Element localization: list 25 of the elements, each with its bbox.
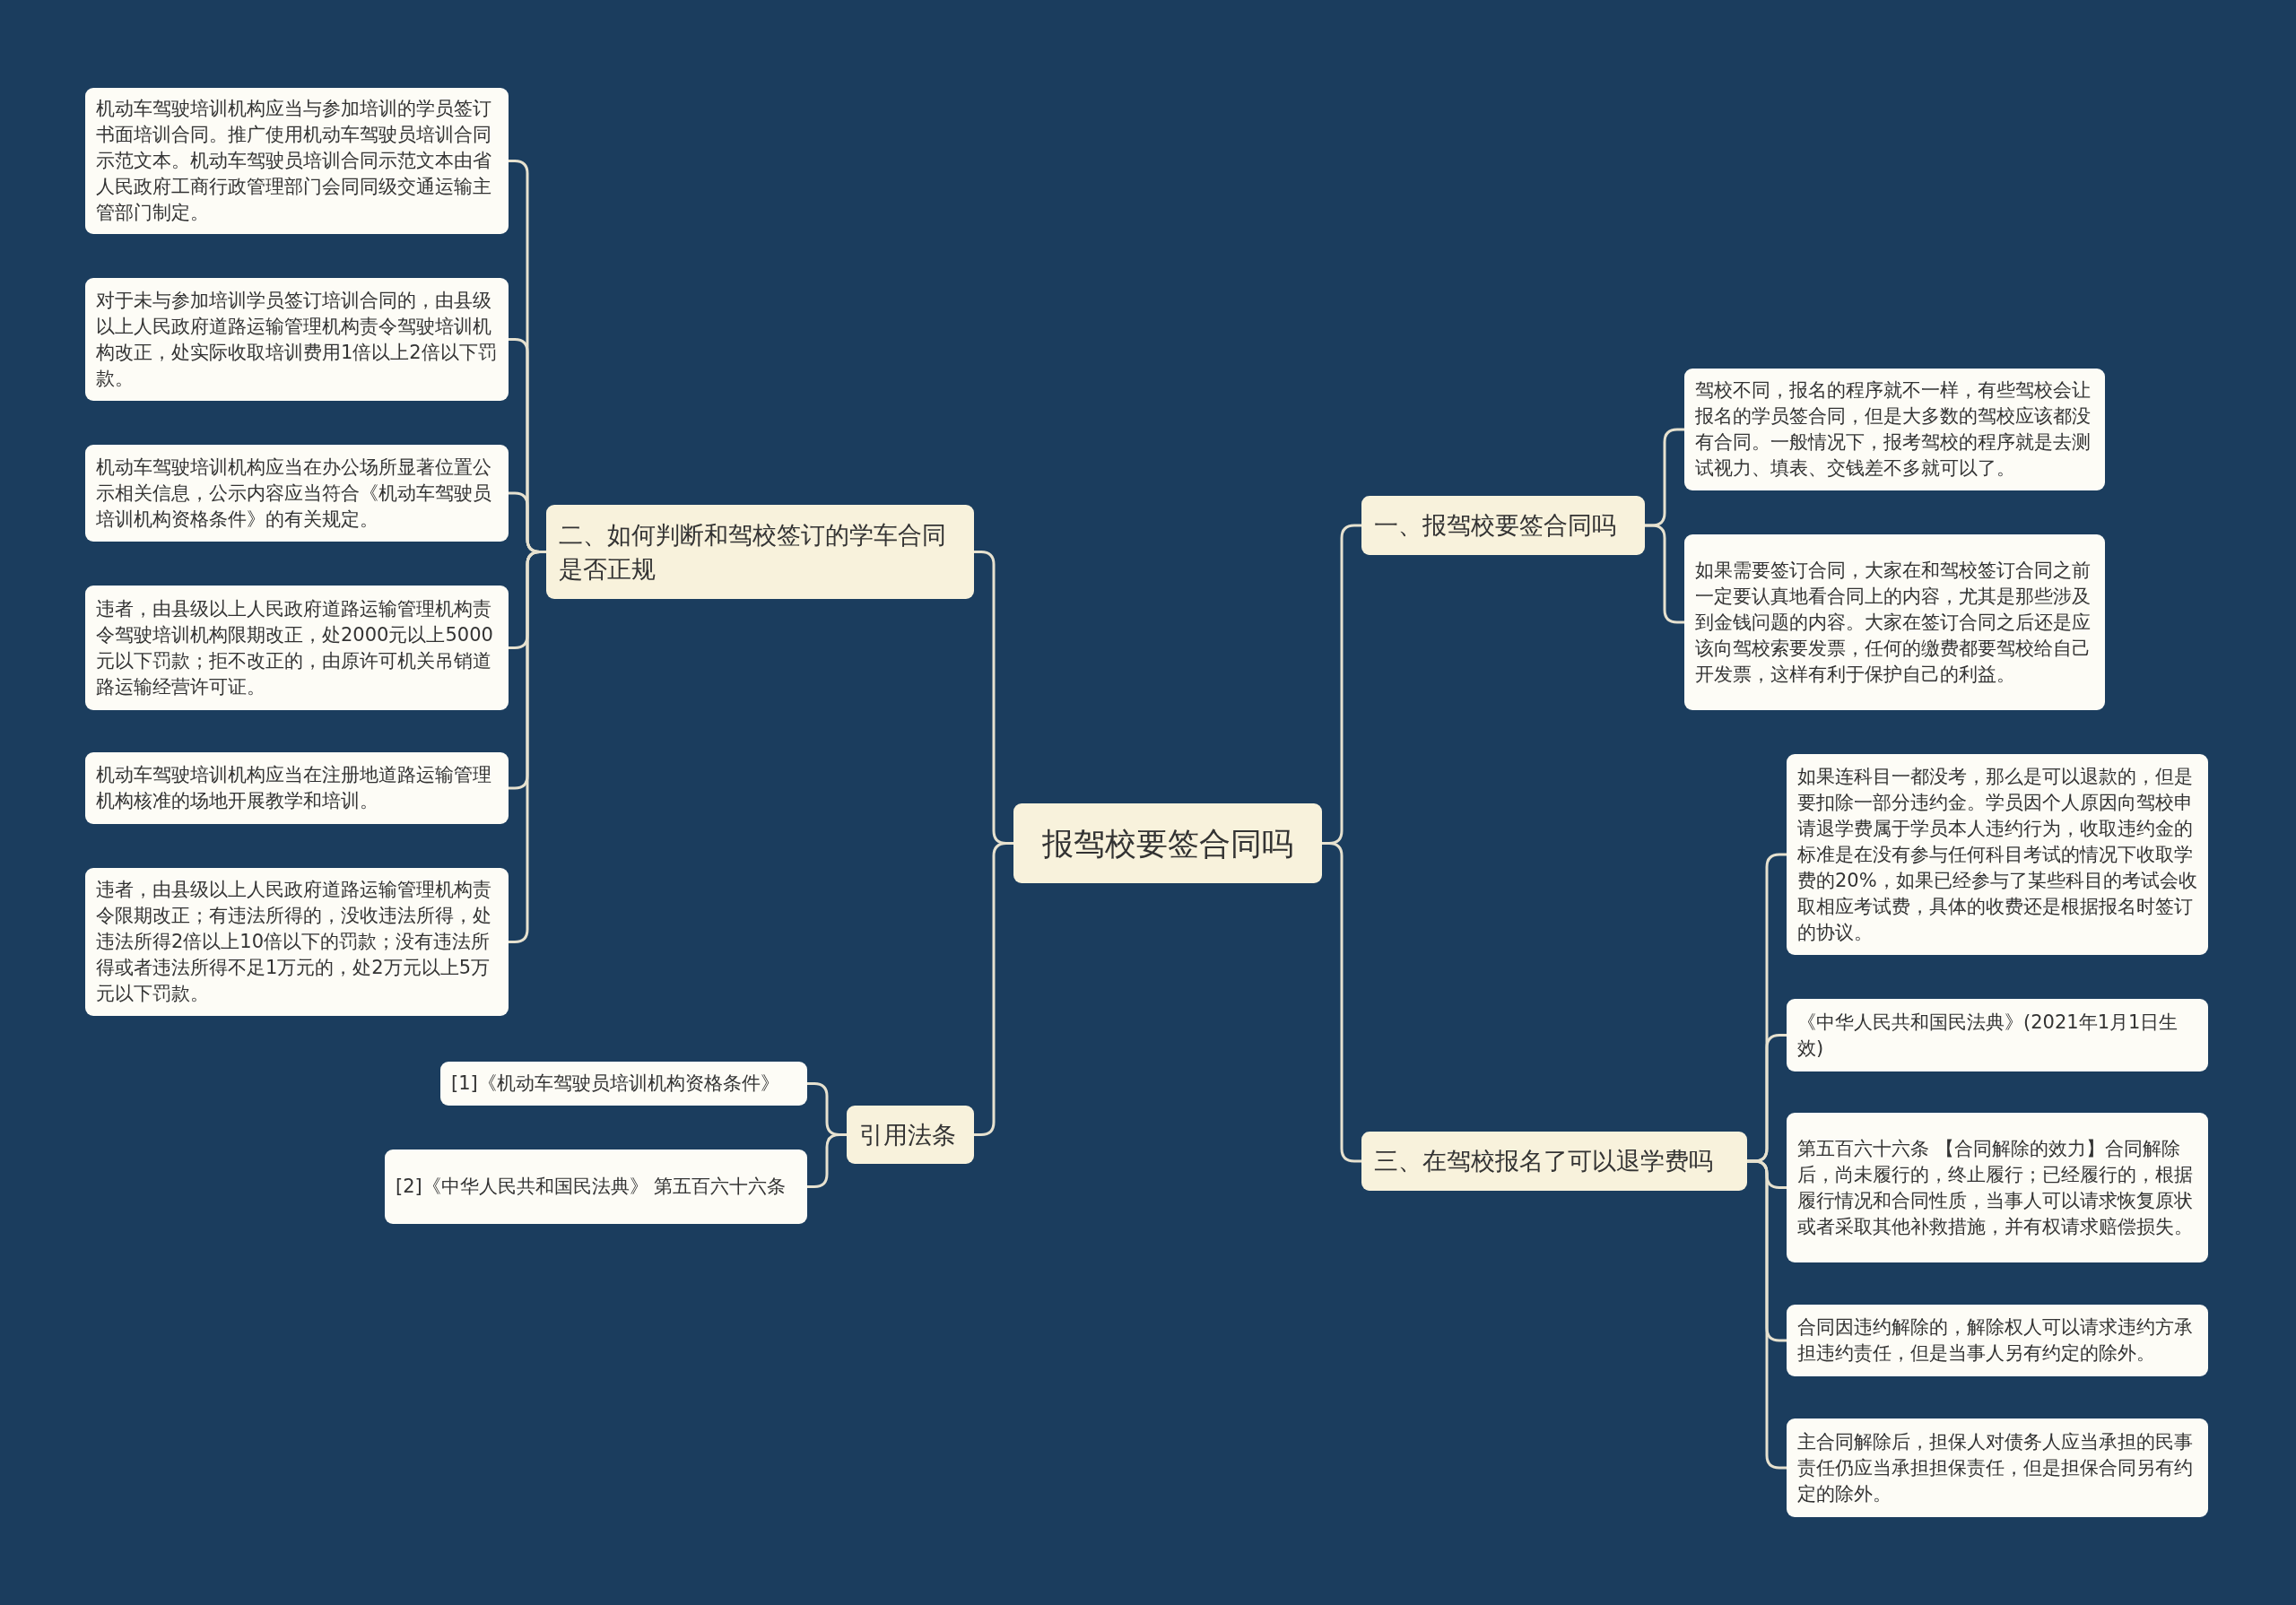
connector-line <box>509 551 546 943</box>
note-box: 如果连科目一都没考，那么是可以退款的，但是要扣除一部分违约金。学员因个人原因向驾校申请退学费属于学员本人违约行为，收取违约金的标准是在没有参与任何科目考试的情况下收取学费的20%，如果已经参与了某些科目的考试会收取相应考试费，具体的收费还是根据报名时签订的协议。 <box>1787 754 2208 955</box>
note-box: 《中华人民共和国民法典》(2021年1月1日生效) <box>1787 999 2208 1071</box>
note-box: 主合同解除后，担保人对债务人应当承担的民事责任仍应当承担担保责任，但是担保合同另有约定的除外。 <box>1787 1418 2208 1517</box>
connector-line <box>1322 842 1361 1163</box>
note-box: 违者，由县级以上人民政府道路运输管理机构责令驾驶培训机构限期改正，处2000元以上5000元以下罚款；拒不改正的，由原许可机关吊销道路运输经营许可证。 <box>85 586 509 710</box>
note-box: 对于未与参加培训学员签订培训合同的，由县级以上人民政府道路运输管理机构责令驾驶培训机构改正，处实际收取培训费用1倍以上2倍以下罚款。 <box>85 278 509 401</box>
topic-box: 一、报驾校要签合同吗 <box>1361 496 1645 555</box>
connector-line <box>1747 1159 1787 1470</box>
note-box: [2]《中华人民共和国民法典》 第五百六十六条 <box>385 1150 807 1224</box>
note-box: 机动车驾驶培训机构应当在办公场所显著位置公示相关信息，公示内容应当符合《机动车驾驶员培训机构资格条件》的有关规定。 <box>85 445 509 542</box>
connector-line <box>974 842 1013 1136</box>
note-box: 机动车驾驶培训机构应当在注册地道路运输管理机构核准的场地开展教学和培训。 <box>85 752 509 824</box>
note-box: 如果需要签订合同，大家在和驾校签订合同之前一定要认真地看合同上的内容，尤其是那些涉及到金钱问题的内容。大家在签订合同之后还是应该向驾校索要发票，任何的缴费都要驾校给自己开发票，这样有利于保护自己的利益。 <box>1684 534 2105 710</box>
note-box: 驾校不同，报名的程序就不一样，有些驾校会让报名的学员签合同，但是大多数的驾校应该都没有合同。一般情况下，报考驾校的程序就是去测试视力、填表、交钱差不多就可以了。 <box>1684 369 2105 490</box>
topic-box: 三、在驾校报名了可以退学费吗 <box>1361 1132 1747 1191</box>
central-topic-box: 报驾校要签合同吗 <box>1013 803 1322 883</box>
topic-box: 二、如何判断和驾校签订的学车合同是否正规 <box>546 505 974 599</box>
note-box: [1]《机动车驾驶员培训机构资格条件》 <box>440 1062 807 1106</box>
note-box: 第五百六十六条 【合同解除的效力】合同解除后，尚未履行的，终止履行；已经履行的，根据履行情况和合同性质，当事人可以请求恢复原状或者采取其他补救措施，并有权请求赔偿损失。 <box>1787 1113 2208 1262</box>
note-box: 合同因违约解除的，解除权人可以请求违约方承担违约责任，但是当事人另有约定的除外。 <box>1787 1305 2208 1376</box>
connector-line <box>1645 524 1684 624</box>
note-box: 违者，由县级以上人民政府道路运输管理机构责令限期改正；有违法所得的，没收违法所得，处违法所得2倍以上10倍以下的罚款；没有违法所得或者违法所得不足1万元的，处2万元以上5万元以下罚款。 <box>85 868 509 1016</box>
topic-box: 引用法条 <box>847 1106 974 1164</box>
note-box: 机动车驾驶培训机构应当与参加培训的学员签订书面培训合同。推广使用机动车驾驶员培训合同示范文本。机动车驾驶员培训合同示范文本由省人民政府工商行政管理部门会同同级交通运输主管部门制定。 <box>85 88 509 234</box>
